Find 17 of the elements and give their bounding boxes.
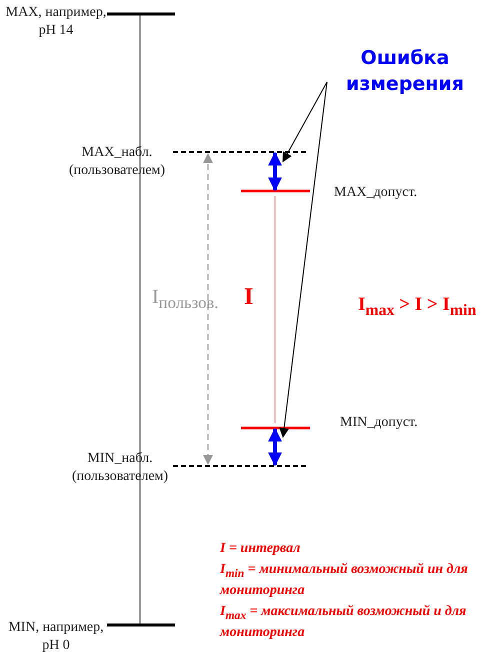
level-label: MIN_допуст. [340, 414, 419, 432]
interval-label: I [244, 283, 254, 312]
legend-note: I = интервал [220, 540, 302, 557]
formula: I$_{max}$ > I > I$_{min}$ [358, 293, 478, 321]
level-label: MAX, например, pH 14 [4, 4, 108, 40]
error-double-arrow [267, 428, 283, 466]
leader-line [282, 82, 328, 162]
legend-note: I$_{max}$ = максимальный возможный и для мониторинга [220, 602, 468, 641]
callout-text: Ошибка измерения [330, 45, 480, 97]
level-label: MAX_допуст. [334, 184, 418, 202]
level-label: MIN_набл. (пользователем) [70, 450, 170, 486]
level-label: MIN, например, pH 0 [7, 619, 105, 655]
interval-label: I$_{пользов.}$ [152, 285, 220, 314]
legend-note: I$_{min}$ = минимальный возможный ин для мониторинга [220, 561, 469, 599]
leader-line [279, 82, 328, 438]
error-double-arrow [267, 152, 283, 191]
level-label: MAX_набл. (пользователем) [68, 144, 166, 180]
